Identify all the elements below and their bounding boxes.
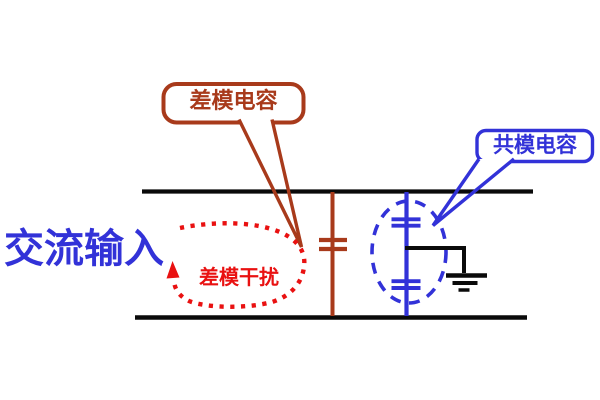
dm-cap-callout-bubble [161,82,306,125]
cm-cap-callout-tail [431,157,516,227]
ground-wire [405,246,466,273]
dm-cap-callout-tail [237,118,304,248]
cm-cap-callout-bubble [475,128,595,164]
dm-noise-loop [171,221,307,309]
ac-input-label: 交流输入 [4,226,164,271]
ground-symbol [446,273,487,292]
cm-capacitor-ellipse [370,199,448,305]
dm-capacitor [319,192,347,316]
cm-capacitors [391,192,421,316]
dm-noise-label: 差模干扰 [199,267,279,289]
cm-cap-callout-label: 共模电容 [493,133,577,157]
dm-noise-loop-arrowhead [166,261,180,279]
dm-cap-callout-label: 差模电容 [189,88,278,113]
